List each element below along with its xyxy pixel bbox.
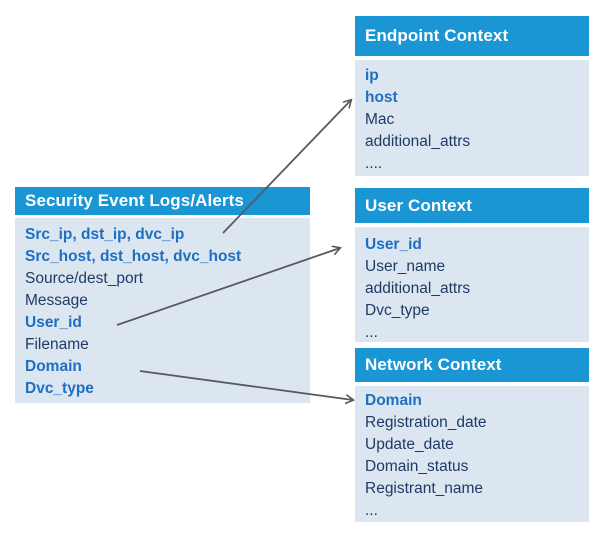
- field-domain-status: Domain_status: [365, 458, 469, 475]
- field-src-host-dst-host-dvc-host: Src_host, dst_host, dvc_host: [25, 248, 242, 265]
- endpoint-context-table: Endpoint Context ip host Mac additional_…: [355, 16, 589, 176]
- field-ip: ip: [365, 67, 379, 84]
- field-registrant-name: Registrant_name: [365, 480, 484, 497]
- field-filename: Filename: [25, 336, 89, 353]
- field-additional-attrs: additional_attrs: [365, 133, 471, 150]
- field-mac: Mac: [365, 111, 395, 128]
- field-ellipsis: ...: [365, 324, 378, 341]
- field-dvc-type: Dvc_type: [365, 302, 430, 319]
- network-context-fields: Domain Registration_date Update_date Dom…: [355, 386, 589, 522]
- field-user-id: User_id: [25, 314, 82, 331]
- field-src-ip-dst-ip-dvc-ip: Src_ip, dst_ip, dvc_ip: [25, 226, 185, 243]
- field-dvc-type: Dvc_type: [25, 380, 94, 397]
- field-update-date: Update_date: [365, 436, 454, 453]
- network-context-title: Network Context: [355, 348, 589, 382]
- endpoint-context-fields: ip host Mac additional_attrs ....: [355, 60, 589, 176]
- field-ellipsis: ...: [365, 502, 378, 519]
- user-context-fields: User_id User_name additional_attrs Dvc_t…: [355, 227, 589, 342]
- field-source-dest-port: Source/dest_port: [25, 270, 144, 287]
- field-domain: Domain: [365, 392, 422, 409]
- field-message: Message: [25, 292, 88, 309]
- security-event-logs-table: Security Event Logs/Alerts Src_ip, dst_i…: [15, 187, 310, 403]
- security-event-logs-title: Security Event Logs/Alerts: [15, 187, 310, 215]
- security-event-logs-fields: Src_ip, dst_ip, dvc_ip Src_host, dst_hos…: [15, 218, 310, 403]
- field-registration-date: Registration_date: [365, 414, 487, 431]
- field-additional-attrs: additional_attrs: [365, 280, 471, 297]
- field-ellipsis: ....: [365, 155, 383, 172]
- field-user-id: User_id: [365, 236, 422, 253]
- field-domain: Domain: [25, 358, 82, 375]
- network-context-table: Network Context Domain Registration_date…: [355, 348, 589, 522]
- user-context-title: User Context: [355, 188, 589, 223]
- field-host: host: [365, 89, 398, 106]
- user-context-table: User Context User_id User_name additiona…: [355, 188, 589, 342]
- field-user-name: User_name: [365, 258, 446, 275]
- endpoint-context-title: Endpoint Context: [355, 16, 589, 56]
